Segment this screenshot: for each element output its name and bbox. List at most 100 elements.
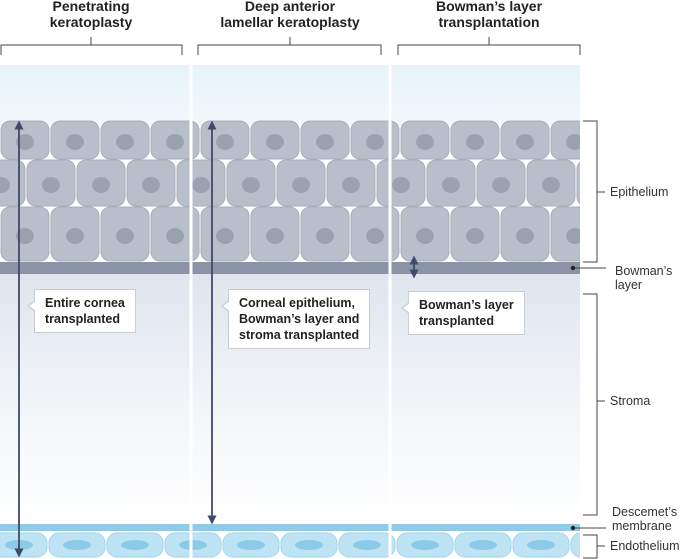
epithelial-nucleus bbox=[66, 228, 84, 244]
callout-text: transplanted bbox=[419, 314, 495, 328]
endothelial-cell bbox=[570, 532, 580, 558]
callout-text: Bowman’s layer and bbox=[239, 312, 360, 326]
epithelial-cell bbox=[601, 121, 649, 159]
epithelial-nucleus bbox=[366, 228, 384, 244]
title-penetrating-keratoplasty: Penetrating keratoplasty bbox=[41, 0, 141, 30]
label-epithelium: Epithelium bbox=[610, 185, 669, 199]
endothelium-layer bbox=[0, 532, 613, 558]
epithelial-nucleus bbox=[316, 134, 334, 150]
callout-text: Bowman’s layer bbox=[419, 298, 514, 312]
epithelial-nucleus bbox=[0, 177, 10, 193]
epithelial-nucleus bbox=[492, 177, 510, 193]
callout-text: stroma transplanted bbox=[239, 328, 360, 342]
epithelial-nucleus bbox=[192, 177, 210, 193]
epithelial-nucleus bbox=[266, 228, 284, 244]
bracket-dalk bbox=[197, 37, 382, 55]
epithelial-cell bbox=[576, 161, 580, 205]
callout-dalk: Corneal epithelium, Bowman’s layer and s… bbox=[221, 289, 371, 349]
endothelial-nucleus bbox=[353, 540, 381, 550]
label-bowmans-layer: Bowman’s layer bbox=[615, 264, 672, 292]
epithelial-nucleus bbox=[116, 134, 134, 150]
title-deep-anterior-lamellar-keratoplasty: Deep anterior lamellar keratoplasty bbox=[200, 0, 380, 30]
callout-text: transplanted bbox=[45, 312, 121, 326]
layer-brackets bbox=[573, 120, 606, 559]
epithelial-nucleus bbox=[616, 134, 634, 150]
callout-entire-cornea: Entire cornea transplanted bbox=[27, 289, 136, 333]
epithelial-nucleus bbox=[366, 134, 384, 150]
epithelial-nucleus bbox=[416, 228, 434, 244]
epithelial-nucleus bbox=[516, 134, 534, 150]
bracket-endothelium bbox=[583, 534, 605, 559]
title-line: lamellar keratoplasty bbox=[220, 14, 360, 30]
dot-descemet bbox=[570, 525, 576, 531]
epithelial-nucleus bbox=[216, 228, 234, 244]
epithelial-cell bbox=[627, 160, 675, 206]
label-stroma: Stroma bbox=[610, 394, 651, 408]
title-line: Deep anterior bbox=[244, 0, 336, 14]
label-descemets-membrane: Descemet’s membrane bbox=[612, 505, 677, 533]
epithelial-nucleus bbox=[242, 177, 260, 193]
bracket-penetrating bbox=[0, 37, 183, 55]
descemets-membrane bbox=[0, 524, 580, 531]
epithelial-nucleus bbox=[116, 228, 134, 244]
epithelial-cell bbox=[550, 206, 580, 262]
endothelial-nucleus bbox=[179, 540, 207, 550]
bracket-stroma bbox=[583, 293, 605, 516]
title-line: keratoplasty bbox=[49, 14, 133, 30]
bowmans-layer bbox=[0, 262, 580, 274]
depth-arrows bbox=[14, 120, 419, 558]
epithelial-nucleus bbox=[516, 228, 534, 244]
endothelial-nucleus bbox=[237, 540, 265, 550]
title-line: transplantation bbox=[438, 14, 540, 30]
epithelial-nucleus bbox=[142, 177, 160, 193]
endothelial-nucleus bbox=[295, 540, 323, 550]
label-endothelium: Endothelium bbox=[610, 539, 680, 553]
epithelial-nucleus bbox=[542, 177, 560, 193]
dot-bowman bbox=[570, 265, 576, 271]
endothelial-nucleus bbox=[585, 540, 613, 550]
bracket-bowman-transplant bbox=[397, 37, 581, 55]
epithelial-nucleus bbox=[292, 177, 310, 193]
epithelial-nucleus bbox=[466, 134, 484, 150]
epithelial-nucleus bbox=[342, 177, 360, 193]
epithelial-nucleus bbox=[216, 134, 234, 150]
label-line: layer bbox=[615, 278, 643, 292]
title-line: Bowman’s layer bbox=[435, 0, 543, 14]
epithelial-nucleus bbox=[42, 177, 60, 193]
callout-bowmans-layer: Bowman’s layer transplanted bbox=[401, 291, 525, 335]
endothelial-nucleus bbox=[411, 540, 439, 550]
epithelium-layer bbox=[0, 120, 675, 262]
callout-text: Corneal epithelium, bbox=[239, 296, 355, 310]
epithelial-nucleus bbox=[566, 228, 580, 244]
callout-text: Entire cornea bbox=[45, 296, 125, 310]
label-line: Bowman’s bbox=[615, 264, 673, 278]
epithelial-nucleus bbox=[92, 177, 110, 193]
tear-film bbox=[0, 65, 580, 125]
epithelial-nucleus bbox=[466, 228, 484, 244]
label-line: Descemet’s bbox=[612, 505, 678, 519]
epithelial-cell bbox=[601, 207, 649, 261]
epithelial-nucleus bbox=[442, 177, 460, 193]
endothelial-nucleus bbox=[63, 540, 91, 550]
title-line: Penetrating bbox=[52, 0, 130, 14]
epithelial-nucleus bbox=[66, 134, 84, 150]
epithelial-nucleus bbox=[166, 134, 184, 150]
epithelial-nucleus bbox=[616, 228, 634, 244]
bracket-epithelium bbox=[583, 120, 605, 263]
epithelial-nucleus bbox=[566, 134, 580, 150]
epithelial-nucleus bbox=[392, 177, 410, 193]
epithelial-nucleus bbox=[316, 228, 334, 244]
endothelial-nucleus bbox=[121, 540, 149, 550]
endothelial-nucleus bbox=[527, 540, 555, 550]
label-line: membrane bbox=[612, 519, 672, 533]
column-brackets bbox=[0, 37, 581, 55]
epithelial-nucleus bbox=[416, 134, 434, 150]
epithelial-nucleus bbox=[266, 134, 284, 150]
epithelial-nucleus bbox=[166, 228, 184, 244]
epithelial-nucleus bbox=[592, 177, 610, 193]
title-bowmans-layer-transplantation: Bowman’s layer transplantation bbox=[419, 0, 559, 30]
endothelial-nucleus bbox=[469, 540, 497, 550]
column-dividers bbox=[189, 65, 392, 559]
